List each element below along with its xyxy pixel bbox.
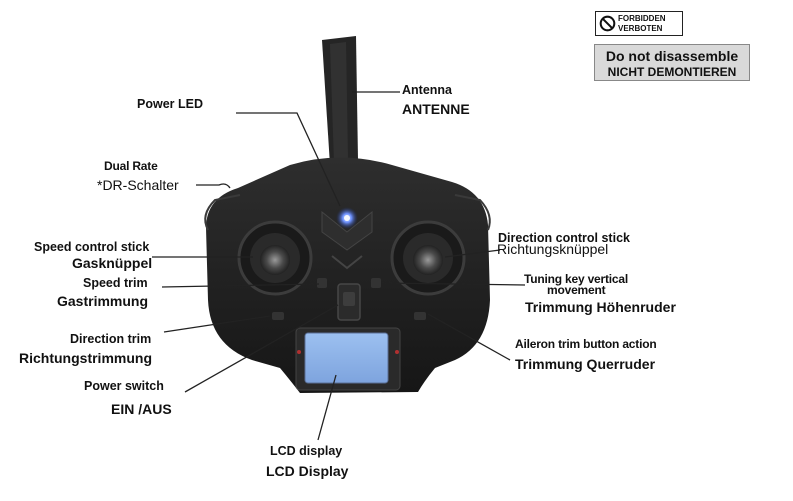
tuning-label-en-2: movement bbox=[547, 283, 606, 297]
lcd-label-de: LCD Display bbox=[266, 463, 349, 479]
no-disassemble-en: Do not disassemble bbox=[605, 48, 739, 64]
speed-trim-label-en: Speed trim bbox=[83, 276, 148, 290]
power-led-leader bbox=[236, 112, 341, 207]
dual-rate-label-en: Dual Rate bbox=[104, 159, 158, 173]
direction-stick-label-de: Richtungsknüppel bbox=[497, 241, 609, 257]
do-not-disassemble-box: Do not disassemble NICHT DEMONTIEREN bbox=[594, 44, 750, 81]
direction-trim-leader bbox=[163, 315, 271, 333]
antenna-label-de: ANTENNE bbox=[402, 101, 470, 117]
direction-trim-label-de: Richtungstrimmung bbox=[19, 350, 152, 366]
direction-stick-label-en: Direction control stick bbox=[498, 231, 630, 245]
dual-rate-leader bbox=[196, 183, 231, 189]
speed-trim-leader bbox=[161, 283, 320, 288]
tuning-label-de: Trimmung Höhenruder bbox=[525, 299, 676, 315]
aileron-trim-button[interactable] bbox=[414, 312, 426, 320]
direction-trim-label-en: Direction trim bbox=[70, 332, 152, 346]
no-entry-icon bbox=[599, 15, 616, 32]
tuning-trim-button[interactable] bbox=[371, 278, 381, 288]
power-switch-label-en: Power switch bbox=[84, 379, 164, 393]
power-switch-label-de: EIN /AUS bbox=[111, 401, 172, 417]
lcd-label-en: LCD display bbox=[270, 444, 343, 458]
power-led-label: Power LED bbox=[137, 97, 203, 111]
speed-stick-label-en: Speed control stick bbox=[34, 240, 150, 254]
antenna-label-en: Antenna bbox=[402, 83, 452, 97]
aileron-label-de: Trimmung Querruder bbox=[515, 356, 656, 372]
lcd-screen bbox=[304, 332, 389, 384]
no-disassemble-de: NICHT DEMONTIEREN bbox=[607, 65, 737, 79]
lcd-leader bbox=[317, 374, 337, 441]
speed-stick-label-de: Gasknüppel bbox=[72, 255, 153, 271]
direction-trim-button[interactable] bbox=[272, 312, 284, 320]
tuning-label-en-1: Tuning key vertical bbox=[524, 272, 629, 286]
verboten-text: VERBOTEN bbox=[618, 24, 663, 33]
speed-trim-label-de: Gastrimmung bbox=[57, 293, 149, 309]
forbidden-text: FORBIDDEN bbox=[618, 14, 666, 23]
power-switch-leader bbox=[184, 304, 339, 393]
forbidden-warning: FORBIDDEN VERBOTEN bbox=[595, 11, 683, 36]
aileron-label-en: Aileron trim button action bbox=[515, 337, 657, 351]
speed-trim-button[interactable] bbox=[317, 278, 327, 288]
tuning-leader bbox=[380, 282, 526, 286]
dual-rate-label-de: *DR-Schalter bbox=[97, 177, 179, 193]
transmitter-body bbox=[206, 157, 490, 393]
aileron-leader bbox=[427, 313, 511, 361]
direction-stick-leader bbox=[444, 249, 501, 258]
